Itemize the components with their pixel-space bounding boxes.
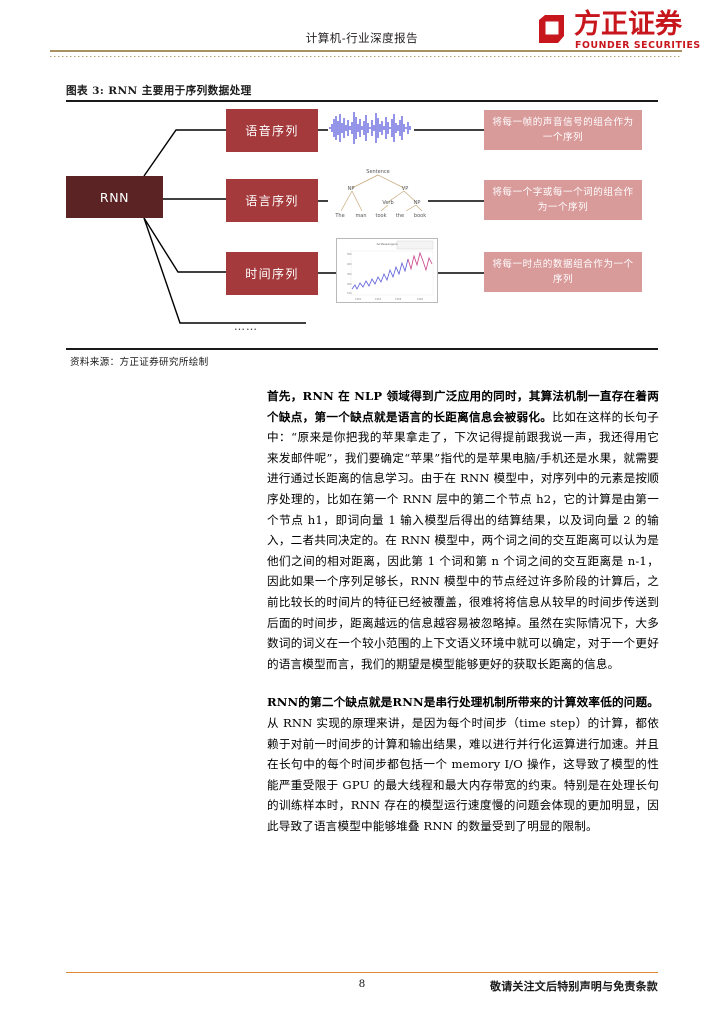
svg-text:400: 400	[347, 263, 352, 266]
founder-securities-logo-icon	[539, 15, 564, 43]
figure-bottom-rule	[66, 348, 658, 350]
body-text-column: 首先，RNN 在 NLP 领域得到广泛应用的同时，其算法机制一直存在着两个缺点，…	[267, 386, 659, 854]
paragraph-2-lead-bold: RNN的第二个缺点就是RNN是串行处理机制所带来的计算效率低的问题。	[267, 695, 659, 710]
header-rule-dotted	[50, 56, 682, 57]
svg-text:100: 100	[347, 292, 352, 295]
page-header: 计算机-行业深度报告 方正证券 FOUNDER SECURITIES	[0, 0, 724, 62]
svg-text:VP: VP	[402, 186, 408, 192]
rnn-sequence-diagram: Sentence NP VP Verb NP The man took the …	[66, 102, 658, 346]
diagram-node-language-sequence: 语言序列	[226, 179, 318, 222]
logo-chinese-name: 方正证券	[574, 9, 682, 40]
footer-rule	[66, 972, 658, 974]
page-number: 8	[358, 978, 366, 990]
svg-text:book: book	[414, 213, 426, 219]
diagram-desc-time-sequence: 将每一时点的数据组合作为一个序列	[484, 252, 642, 292]
figure-top-rule	[66, 100, 658, 103]
paragraph-second-drawback: RNN的第二个缺点就是RNN是串行处理机制所带来的计算效率低的问题。从 RNN …	[267, 692, 659, 836]
footer-disclaimer-note: 敬请关注文后特别声明与免责条款	[490, 980, 658, 993]
diagram-node-rnn: RNN	[66, 176, 163, 218]
header-title: 计算机-行业深度报告	[305, 31, 419, 45]
time-series-chart-thumbnail-icon: AirPassengers 500 400 300 200 100 1950 1954…	[336, 238, 438, 303]
diagram-node-speech-sequence: 语音序列	[226, 109, 318, 152]
svg-text:1950: 1950	[355, 298, 362, 301]
svg-text:the: the	[396, 213, 404, 219]
logo-english-name: FOUNDER SECURITIES	[575, 40, 701, 51]
svg-text:NP: NP	[348, 186, 355, 192]
svg-text:1958: 1958	[395, 298, 402, 301]
diagram-ellipsis: ……	[234, 320, 258, 333]
svg-text:300: 300	[347, 273, 352, 276]
svg-text:NP: NP	[414, 200, 421, 206]
paragraph-1-body: 比如在这样的长句子中：“原来是你把我的苹果拿走了，下次记得提前跟我说一声，我还得…	[267, 409, 659, 671]
diagram-desc-language-sequence: 将每一个字或每一个词的组合作为一个序列	[484, 180, 642, 220]
svg-text:200: 200	[347, 283, 352, 286]
svg-text:500: 500	[347, 253, 352, 256]
svg-text:Verb: Verb	[382, 200, 393, 206]
svg-text:Sentence: Sentence	[366, 169, 389, 175]
audio-waveform-thumbnail-icon	[328, 108, 414, 148]
diagram-desc-speech-sequence: 将每一帧的声音信号的组合作为一个序列	[484, 110, 642, 150]
svg-text:1960: 1960	[417, 298, 424, 301]
paragraph-first-drawback: 首先，RNN 在 NLP 领域得到广泛应用的同时，其算法机制一直存在着两个缺点，…	[267, 386, 659, 674]
svg-text:AirPassengers: AirPassengers	[376, 242, 397, 246]
diagram-node-time-sequence: 时间序列	[226, 252, 318, 295]
paragraph-1-lead-bold: 首先，RNN 在 NLP 领域得到广泛应用的同时，其算法机制一直存在着两个缺点，…	[267, 389, 659, 424]
svg-text:took: took	[376, 213, 387, 219]
figure-caption: 图表 3: RNN 主要用于序列数据处理	[66, 85, 252, 97]
header-rule	[50, 50, 682, 52]
paragraph-2-body: 从 RNN 实现的原理来讲，是因为每个时间步（time step）的计算，都依赖…	[267, 715, 659, 833]
company-logo: 方正证券 FOUNDER SECURITIES	[536, 9, 706, 54]
parse-tree-thumbnail-icon: Sentence NP VP Verb NP The man took the …	[328, 164, 428, 227]
figure-source-note: 资料来源：方正证券研究所绘制	[70, 357, 209, 368]
svg-text:The: The	[334, 213, 344, 219]
svg-text:man: man	[355, 213, 366, 219]
svg-text:1954: 1954	[375, 298, 382, 301]
